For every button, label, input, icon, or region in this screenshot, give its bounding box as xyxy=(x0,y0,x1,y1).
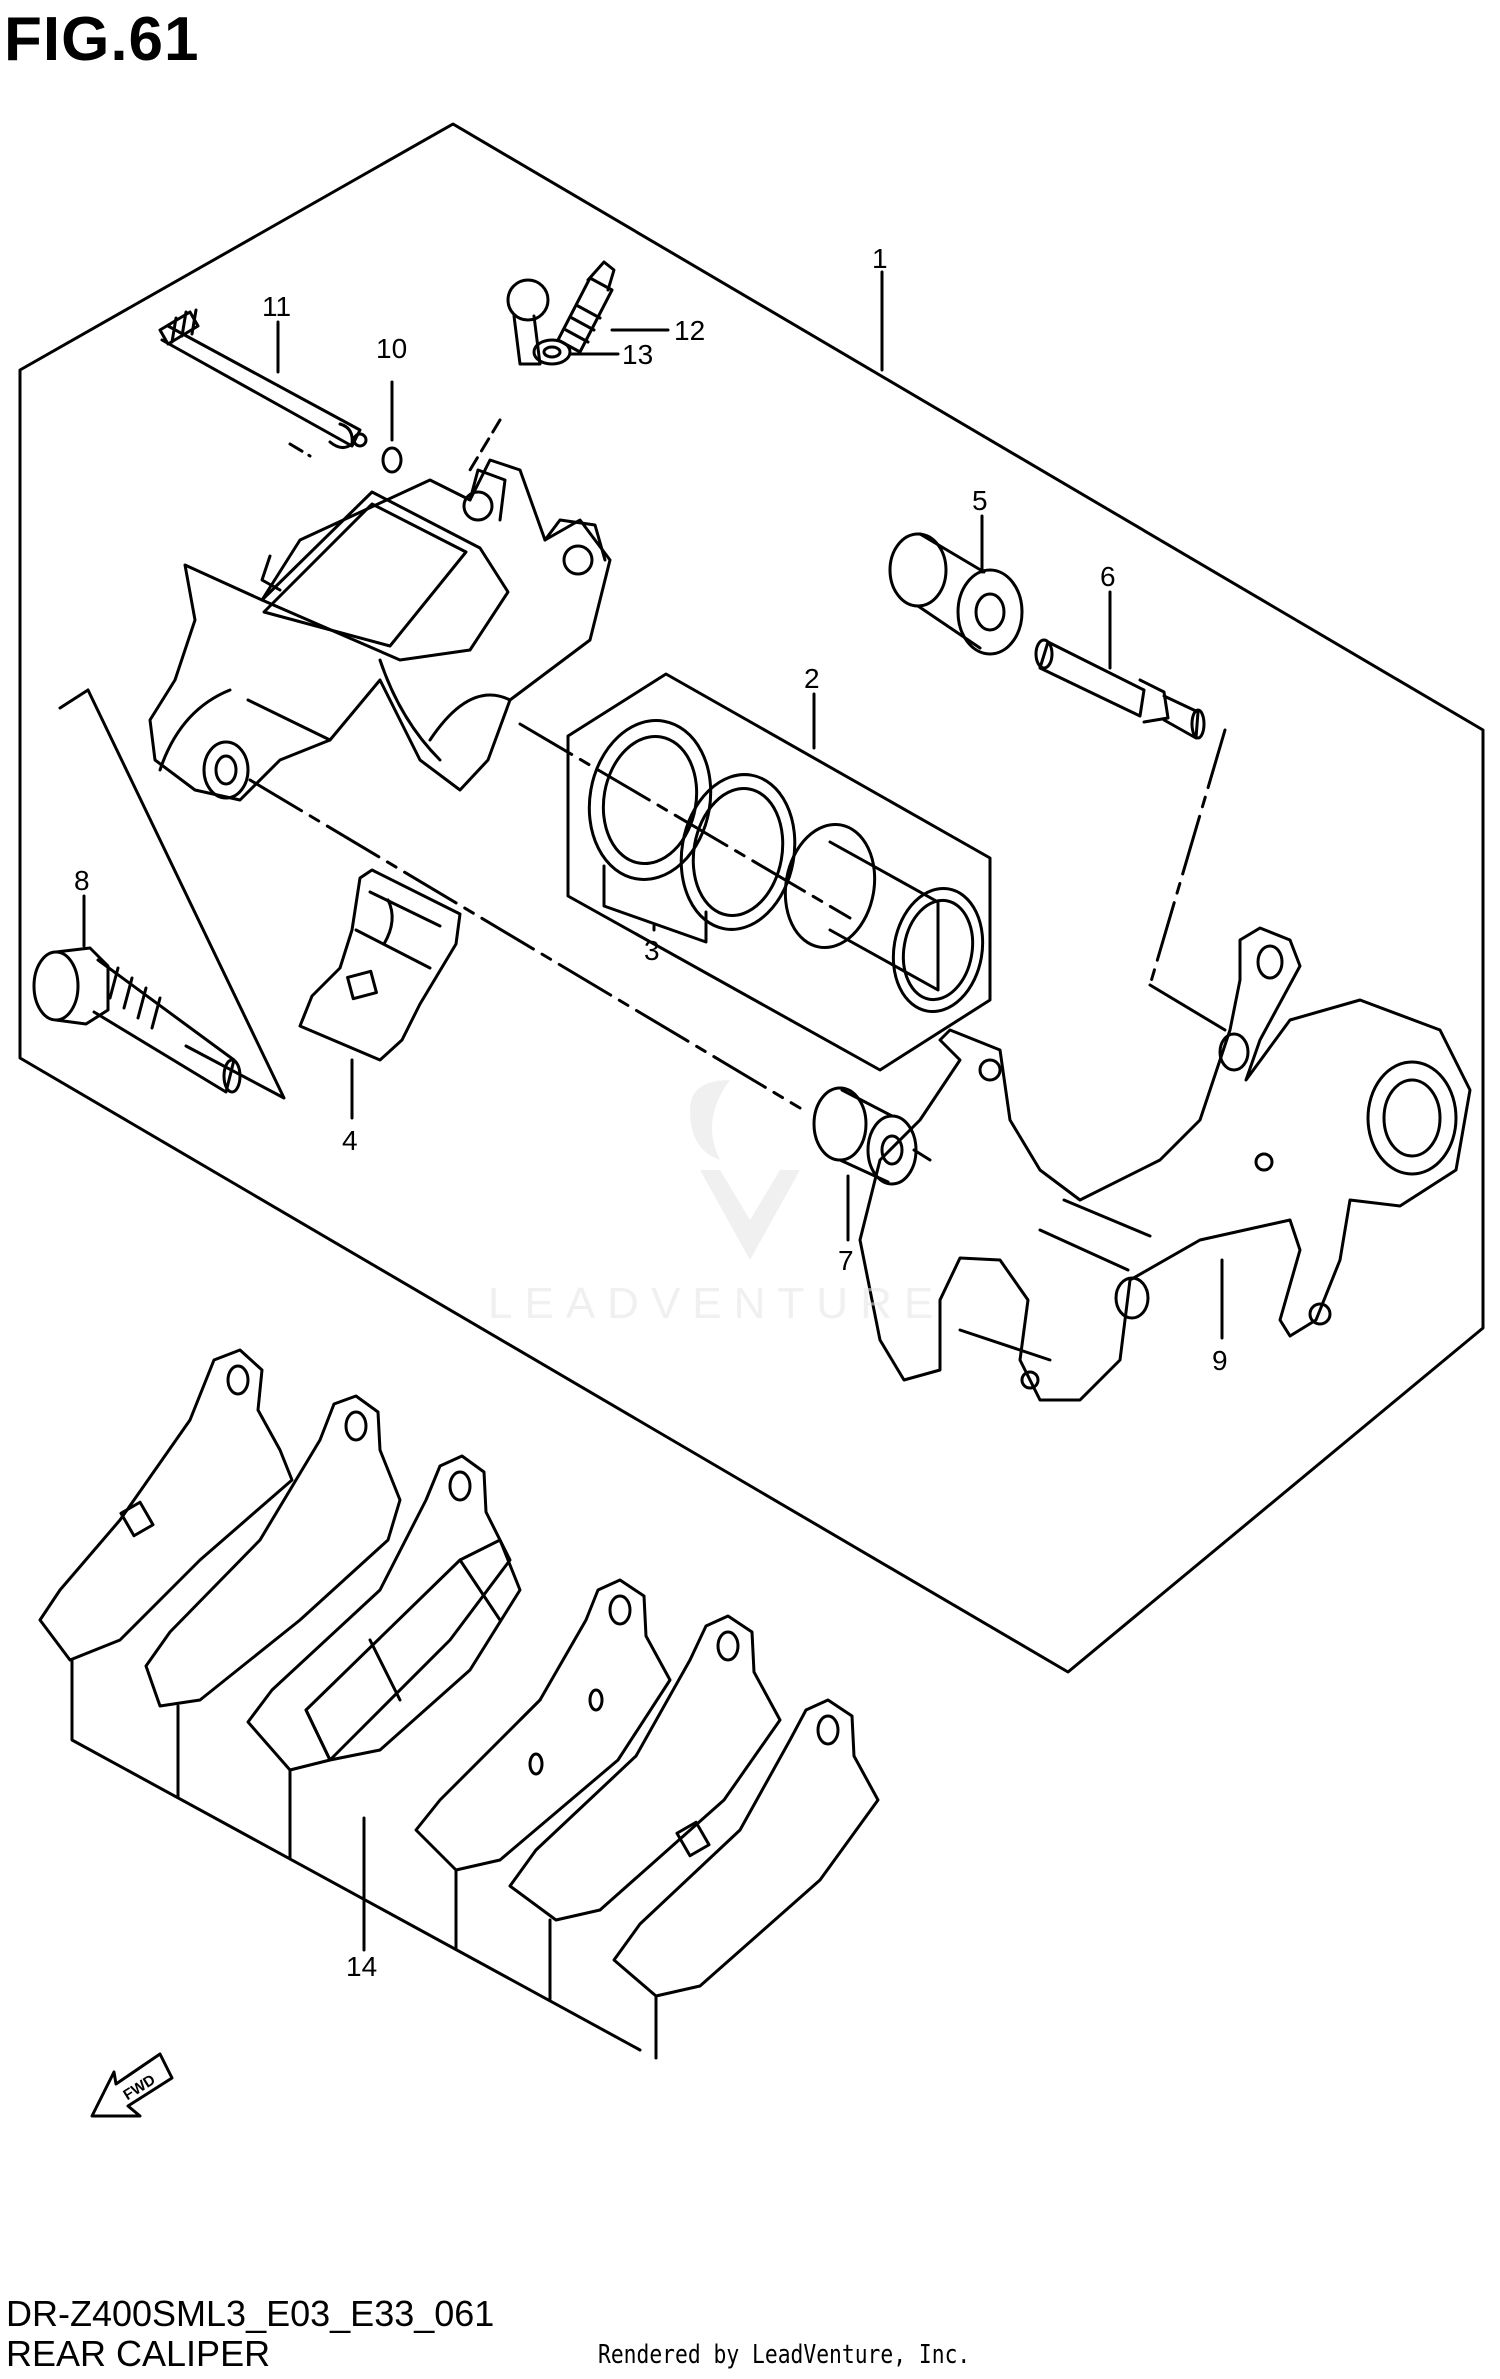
callout-7: 7 xyxy=(838,1245,854,1276)
callout-10: 10 xyxy=(376,333,407,364)
fwd-arrow-icon xyxy=(90,2052,174,2118)
part-11-pin xyxy=(158,308,368,449)
callout-9: 9 xyxy=(1212,1345,1228,1376)
callout-6: 6 xyxy=(1100,561,1116,592)
part-6-pin xyxy=(1034,638,1206,740)
part-13-banjo xyxy=(506,278,572,366)
callout-2: 2 xyxy=(804,663,820,694)
pad-plate-5 xyxy=(508,1614,782,1922)
callout-3: 3 xyxy=(644,935,660,966)
watermark-text: LEADVENTURE xyxy=(488,1279,945,1328)
pad-plate-2 xyxy=(144,1394,402,1708)
pad-friction-block xyxy=(304,1538,522,1762)
callout-4: 4 xyxy=(342,1125,358,1156)
part-7-boot xyxy=(812,1086,932,1186)
part-14-bracket xyxy=(70,1658,658,2060)
part-8-slide-pin xyxy=(32,946,242,1094)
figure-title: FIG.61 xyxy=(4,5,200,74)
part-2-boundary xyxy=(566,672,992,1072)
part-9-bracket xyxy=(858,926,1472,1402)
callout-12: 12 xyxy=(674,315,705,346)
part-5-boot xyxy=(888,532,1024,656)
part-8-indicator xyxy=(86,688,286,1100)
callout-1: 1 xyxy=(872,243,888,274)
pad-plate-1 xyxy=(38,1348,294,1662)
seal-inner xyxy=(679,773,797,931)
leadventure-watermark: LEADVENTURE xyxy=(488,1080,945,1328)
callout-5: 5 xyxy=(972,485,988,516)
part-10-washer xyxy=(381,446,403,474)
pad-plate-4 xyxy=(414,1578,672,1872)
brake-pads xyxy=(38,1348,880,1998)
part-3-seal-box xyxy=(602,864,708,944)
part-12-bleeder xyxy=(556,260,616,354)
callout-14: 14 xyxy=(346,1951,377,1982)
model-code: DR-Z400SML3_E03_E33_061 xyxy=(6,2293,495,2334)
callout-8: 8 xyxy=(74,865,90,896)
part-4-pad-spring xyxy=(298,868,462,1062)
piston xyxy=(783,822,985,1014)
footer-credit: Rendered by LeadVenture, Inc. xyxy=(598,2340,971,2370)
caliper-body xyxy=(148,458,612,802)
callout-13: 13 xyxy=(622,339,653,370)
pad-plate-6 xyxy=(612,1698,880,1998)
callout-11: 11 xyxy=(262,291,291,322)
assembly-1-boundary xyxy=(18,122,1485,1674)
pad-plate-3 xyxy=(246,1454,512,1772)
section-title: REAR CALIPER xyxy=(6,2333,271,2374)
